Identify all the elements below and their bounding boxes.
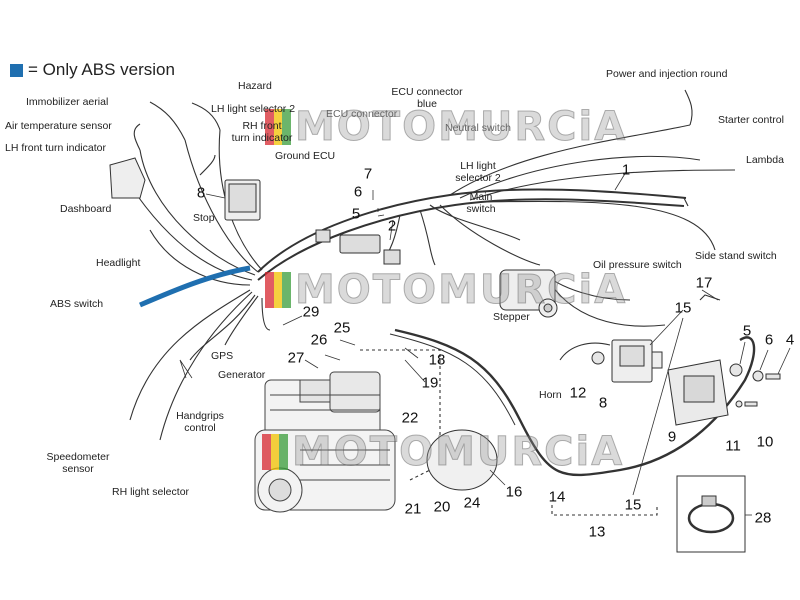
part-number: 10 — [756, 433, 774, 451]
label-lh-light-selector-2-top: LH light selector 2 — [211, 103, 296, 115]
part-number: 15 — [624, 496, 642, 514]
label-neutral-switch: Neutral switch — [445, 122, 511, 134]
part-number: 6 — [764, 331, 774, 349]
part-number: 26 — [310, 331, 328, 349]
label-ecu-connector-grey: ECU connector — [326, 108, 398, 120]
legend-text: = Only ABS version — [28, 60, 175, 79]
part-number: 29 — [302, 303, 320, 321]
label-handgrips-control: Handgrips control — [176, 410, 224, 434]
label-power-and-injection-round: Power and injection round — [606, 68, 728, 80]
part-number: 16 — [505, 483, 523, 501]
label-lh-front-turn-indicator: LH front turn indicator — [5, 142, 106, 154]
part-number: 13 — [588, 523, 606, 541]
part-number: 4 — [785, 331, 795, 349]
label-dashboard: Dashboard — [60, 203, 112, 215]
part-number: 1 — [621, 161, 631, 179]
label-starter-control: Starter control — [718, 114, 784, 126]
label-horn: Horn — [539, 389, 562, 401]
part-number: 5 — [351, 205, 361, 223]
label-speedometer-sensor: Speedometer sensor — [46, 451, 110, 475]
part-number: 11 — [725, 437, 741, 455]
label-lh-light-selector-2: LH light selector 2 — [455, 160, 501, 184]
label-gps: GPS — [211, 350, 234, 362]
part-number: 19 — [421, 374, 439, 392]
label-rh-light-selector: RH light selector — [112, 486, 190, 498]
label-rh-front-turn-indicator: RH front turn indicator — [231, 120, 293, 144]
part-number: 12 — [569, 384, 587, 402]
part-number: 15 — [674, 299, 692, 317]
part-number: 8 — [196, 184, 206, 202]
label-stepper: Stepper — [493, 311, 530, 323]
part-number: 9 — [667, 428, 677, 446]
abs-legend-swatch — [10, 64, 23, 77]
label-main-switch: Main switch — [466, 191, 496, 215]
label-ground-ecu: Ground ECU — [275, 150, 336, 162]
label-headlight: Headlight — [96, 257, 141, 269]
part-number: 25 — [333, 319, 351, 337]
part-number: 18 — [428, 351, 446, 369]
label-lambda: Lambda — [746, 154, 784, 166]
label-hazard: Hazard — [238, 80, 272, 92]
part-number: 22 — [401, 409, 419, 427]
label-stop: Stop — [193, 212, 215, 224]
part-number: 7 — [363, 165, 373, 183]
part-number: 8 — [598, 394, 608, 412]
part-number: 20 — [433, 498, 451, 516]
part-number: 24 — [463, 494, 481, 512]
label-air-temperature-sensor: Air temperature sensor — [5, 120, 112, 132]
label-side-stand-switch: Side stand switch — [695, 250, 777, 262]
part-number: 5 — [742, 322, 752, 340]
part-number: 2 — [387, 217, 397, 235]
label-oil-pressure-switch: Oil pressure switch — [593, 259, 682, 271]
part-number: 6 — [353, 183, 363, 201]
part-number: 21 — [404, 500, 422, 518]
part-number: 28 — [754, 509, 772, 527]
part-number: 14 — [548, 488, 566, 506]
part-number: 27 — [287, 349, 305, 367]
label-ecu-connector-blue: ECU connector blue — [391, 86, 463, 110]
label-generator: Generator — [218, 369, 266, 381]
label-immobilizer-aerial: Immobilizer aerial — [26, 96, 109, 108]
part-number: 17 — [695, 274, 713, 292]
label-abs-switch: ABS switch — [50, 298, 104, 310]
